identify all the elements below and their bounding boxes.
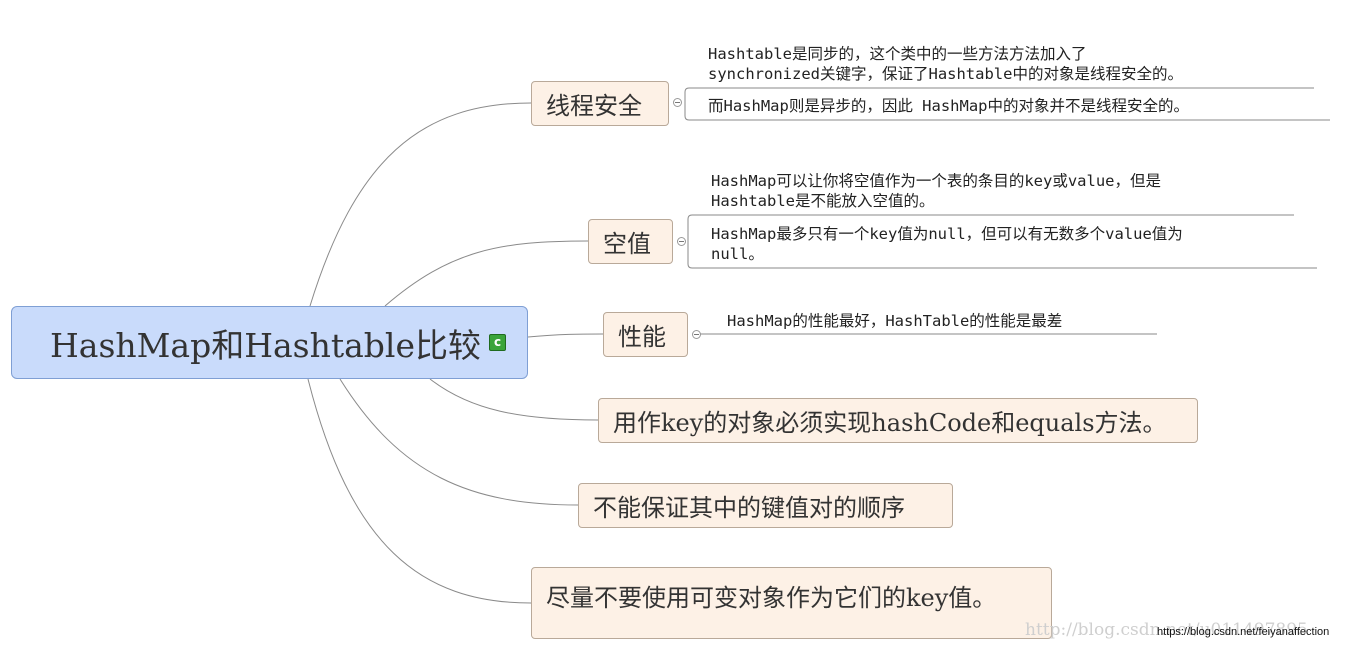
collapse-toggle-icon[interactable] (673, 98, 682, 107)
source-credit: https://blog.csdn.net/feiyanaffection (1157, 626, 1330, 638)
connector-ordering (339, 378, 579, 506)
note-line: 而HashMap则是异步的，因此 HashMap中的对象并不是线程安全的。 (708, 97, 1189, 115)
note-line: synchronized关键字，保证了Hashtable中的对象是线程安全的。 (708, 65, 1183, 83)
note-thread-safety-2: 而HashMap则是异步的，因此 HashMap中的对象并不是线程安全的。 (708, 96, 1189, 116)
note-null-values-2: HashMap最多只有一个key值为null，但可以有无数多个value值为 n… (711, 224, 1183, 264)
topic-mutable-keys[interactable]: 尽量不要使用可变对象作为它们的key值。 (531, 567, 1052, 639)
note-line: HashMap可以让你将空值作为一个表的条目的key或value，但是 (711, 172, 1161, 190)
topic-label: 线程安全 (546, 92, 642, 120)
collapse-toggle-icon[interactable] (677, 237, 686, 246)
note-bracket-null-values (687, 214, 1317, 269)
topic-key-methods[interactable]: 用作key的对象必须实现hashCode和equals方法。 (598, 398, 1198, 443)
topic-performance[interactable]: 性能 (603, 312, 688, 357)
note-line: null。 (711, 245, 764, 263)
note-performance-1: HashMap的性能最好，HashTable的性能是最差 (727, 311, 1062, 331)
topic-ordering[interactable]: 不能保证其中的键值对的顺序 (578, 483, 953, 528)
topic-label: 空值 (603, 230, 651, 258)
note-line: Hashtable是不能放入空值的。 (711, 192, 935, 210)
note-bracket-thread-safety (684, 87, 1330, 121)
connector-key-methods (429, 378, 599, 421)
note-thread-safety-1: Hashtable是同步的，这个类中的一些方法方法加入了 synchronize… (708, 44, 1183, 84)
central-topic[interactable]: HashMap和Hashtable比较 c (11, 306, 528, 379)
c-badge-icon[interactable]: c (489, 334, 507, 351)
topic-label: 性能 (618, 323, 666, 351)
connector-thread-safety (309, 102, 532, 307)
watermark: http://blog.csdn.net/u011497895 (1025, 620, 1308, 640)
topic-label: 尽量不要使用可变对象作为它们的key值。 (546, 584, 997, 612)
connector-performance (527, 333, 604, 338)
topic-null-values[interactable]: 空值 (588, 219, 673, 264)
note-line: HashMap的性能最好，HashTable的性能是最差 (727, 312, 1063, 330)
note-null-values-1: HashMap可以让你将空值作为一个表的条目的key或value，但是 Hash… (711, 171, 1161, 211)
topic-label: 用作key的对象必须实现hashCode和equals方法。 (613, 409, 1167, 437)
topic-label: 不能保证其中的键值对的顺序 (593, 494, 905, 522)
central-topic-title: HashMap和Hashtable比较 (50, 325, 482, 365)
collapse-toggle-icon[interactable] (692, 330, 701, 339)
topic-thread-safety[interactable]: 线程安全 (531, 81, 669, 126)
connector-mutable-keys (307, 378, 532, 604)
note-line: Hashtable是同步的，这个类中的一些方法方法加入了 (708, 45, 1087, 63)
connector-null-values (384, 240, 589, 307)
note-line: HashMap最多只有一个key值为null，但可以有无数多个value值为 (711, 225, 1183, 243)
